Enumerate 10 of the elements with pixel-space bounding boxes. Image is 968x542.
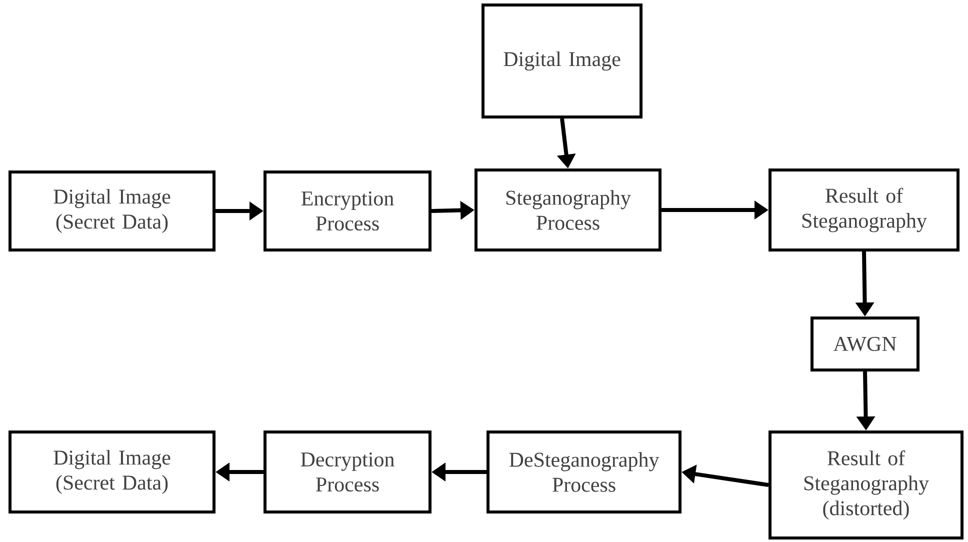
process-box: DeSteganography Process xyxy=(486,430,682,514)
process-box: Result of Steganography (distorted) xyxy=(768,430,964,540)
process-box: Digital Image xyxy=(482,4,642,118)
process-box: Digital Image (Secret Data) xyxy=(8,430,216,514)
process-box: AWGN xyxy=(810,316,920,372)
process-box: Decryption Process xyxy=(264,430,432,514)
process-box: Steganography Process xyxy=(474,168,662,252)
process-box: Digital Image (Secret Data) xyxy=(8,170,216,252)
process-box: Result of Steganography xyxy=(768,168,960,252)
process-box: Encryption Process xyxy=(264,170,432,252)
